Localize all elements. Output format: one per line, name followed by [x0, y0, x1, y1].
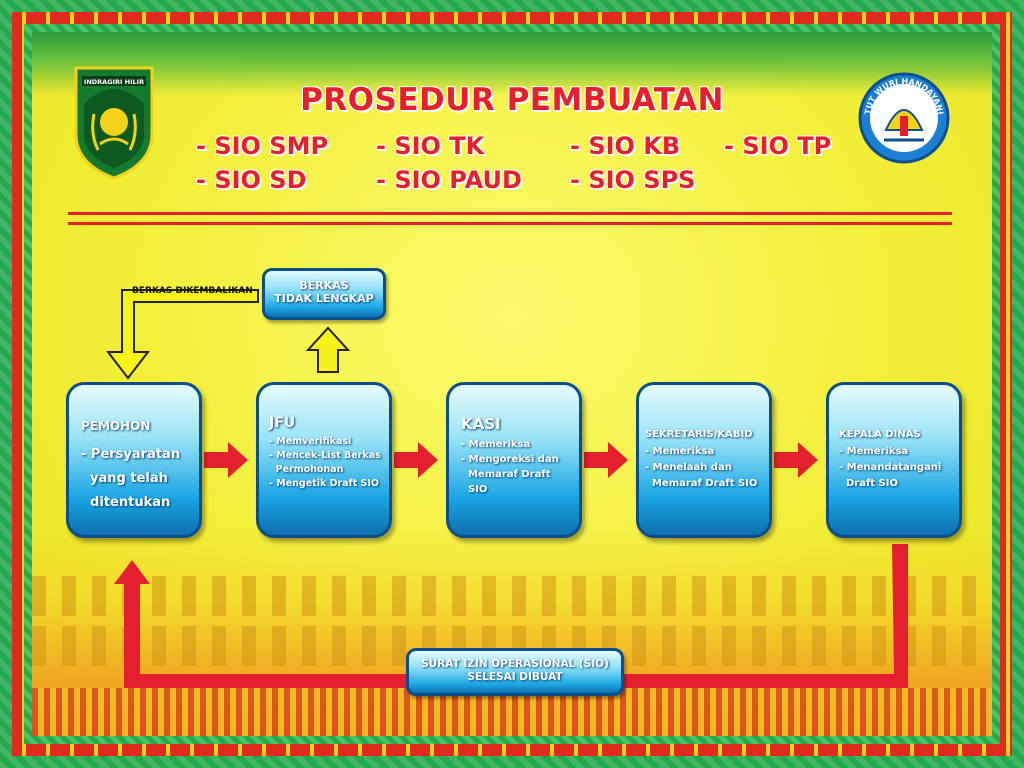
bottom-red-ornament: [32, 688, 992, 736]
step-title: KASI: [461, 415, 501, 433]
step-line: - Menelaah dan: [645, 462, 732, 473]
regency-shield-logo: INDRAGIRI HILIR: [74, 66, 154, 180]
step-title: SEKRETARIS/KABID: [645, 429, 753, 440]
page-title: PROSEDUR PEMBUATAN: [300, 82, 724, 118]
tut-wuri-handayani-logo: TUT WURI HANDAYANI: [858, 72, 950, 164]
step-kasi: KASI - Memeriksa - Mengoreksi dan Memara…: [446, 382, 582, 538]
logo-left-banner: INDRAGIRI HILIR: [84, 78, 144, 86]
sio-type-item: - SIO SD: [196, 166, 307, 194]
flow-arrows: [105, 289, 908, 688]
result-line1: SURAT IZIN OPERASIONAL (SIO): [421, 658, 609, 670]
step-title: PEMOHON: [81, 419, 151, 433]
sio-type-item: - SIO TP: [724, 132, 832, 160]
sio-type-item: - SIO PAUD: [376, 166, 522, 194]
step-line: - Mengetik Draft SIO: [269, 478, 379, 489]
berkas-line2: TIDAK LENGKAP: [274, 292, 374, 305]
step-title: KEPALA DINAS: [839, 429, 921, 440]
step-jfu: JFU - Memverifikasi - Mencek-List Berkas…: [256, 382, 392, 538]
sio-type-item: - SIO KB: [570, 132, 681, 160]
step-line: - Persyaratan: [81, 447, 181, 462]
step-sekretaris-kabid: SEKRETARIS/KABID - Memeriksa - Menelaah …: [636, 382, 772, 538]
divider-line: [68, 222, 952, 225]
step-line: Memaraf Draft SIO: [645, 478, 758, 489]
red-loop-left-segment: [114, 560, 408, 688]
step-kepala-dinas: KEPALA DINAS - Memeriksa - Menandatangan…: [826, 382, 962, 538]
step-line: Memaraf Draft: [461, 469, 551, 480]
step-title: JFU: [269, 415, 296, 431]
step-line: SIO: [461, 484, 488, 495]
sio-type-item: - SIO SPS: [570, 166, 696, 194]
top-green-band: [32, 32, 992, 96]
divider-line: [68, 212, 952, 215]
step-line: - Memverifikasi: [269, 436, 352, 447]
step-line: - Mencek-List Berkas: [269, 450, 381, 461]
berkas-dikembalikan-label: BERKAS DIKEMBALIKAN: [132, 286, 253, 296]
sio-type-item: - SIO TK: [376, 132, 485, 160]
sio-type-item: - SIO SMP: [196, 132, 329, 160]
step-line: - Menandatangani: [839, 462, 942, 473]
poster-canvas: INDRAGIRI HILIR TUT WURI HANDAYANI PROSE…: [32, 32, 992, 736]
sio-selesai-box: SURAT IZIN OPERASIONAL (SIO) SELESAI DIB…: [406, 648, 624, 696]
step-line: Permohonan: [269, 464, 344, 475]
step-line: ditentukan: [81, 495, 171, 510]
red-arrow-right: [394, 442, 438, 478]
step-line: - Mengoreksi dan: [461, 454, 559, 465]
berkas-tidak-lengkap-box: BERKAS TIDAK LENGKAP: [262, 268, 386, 320]
step-line: Draft SIO: [839, 478, 898, 489]
step-pemohon: PEMOHON - Persyaratan yang telah ditentu…: [66, 382, 202, 538]
step-line: - Memeriksa: [461, 439, 531, 450]
step-line: - Memeriksa: [839, 446, 909, 457]
ornament-row: [32, 576, 992, 616]
up-arrow-yellow: [305, 326, 351, 373]
red-arrow-right: [774, 442, 818, 478]
return-arrow-yellow: [105, 289, 259, 380]
red-loop-right-segment: [618, 544, 908, 688]
red-arrow-right: [584, 442, 628, 478]
result-line2: SELESAI DIBUAT: [467, 671, 563, 683]
red-arrow-right: [204, 442, 248, 478]
step-line: - Memeriksa: [645, 446, 715, 457]
berkas-line1: BERKAS: [299, 279, 349, 292]
step-line: yang telah: [81, 471, 168, 486]
